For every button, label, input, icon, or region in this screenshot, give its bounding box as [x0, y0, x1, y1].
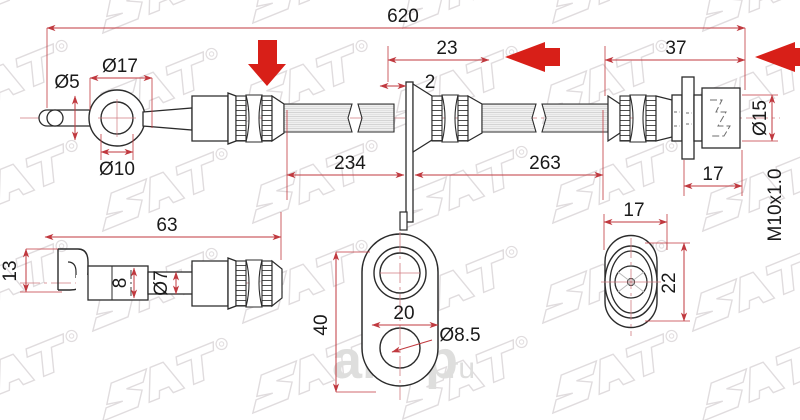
- detail-left-end-fitting: 63 13 8 Ø7: [0, 212, 283, 310]
- detail-banjo-plate: 40 20 Ø8.5: [311, 211, 481, 400]
- dim-8-label: 8: [110, 278, 131, 289]
- right-crimp-ferrule: [607, 94, 673, 143]
- dim-234-label: 234: [334, 153, 366, 174]
- hose-body-right: [481, 103, 609, 133]
- detail-end-fitting: 17 22: [601, 200, 690, 336]
- dim-263: 263: [414, 110, 604, 200]
- dim-20: 20: [371, 303, 439, 329]
- dim-63: 63: [44, 212, 282, 260]
- dim-d8_5: Ø8.5: [391, 325, 481, 353]
- dim-d17-label: Ø17: [102, 56, 138, 77]
- dim-2: 2: [379, 72, 436, 93]
- dim-37: 37: [604, 38, 746, 96]
- dim-17-detail-label: 17: [623, 200, 644, 221]
- callout-arrow-down: [248, 40, 286, 86]
- dim-234: 234: [286, 110, 405, 200]
- mid-crimp-ferrule: [412, 82, 483, 154]
- dim-40: 40: [311, 251, 376, 393]
- dim-13-label: 13: [0, 260, 21, 281]
- dim-d10-label: Ø10: [99, 159, 135, 180]
- dim-13: 13: [0, 248, 62, 293]
- callout-arrow-left-mid: [505, 42, 560, 72]
- main-view: 620 23 2 37 234 263: [20, 6, 800, 241]
- left-crimp-ferrule: [191, 92, 285, 145]
- dim-63-label: 63: [156, 215, 177, 236]
- dim-d7: Ø7: [151, 270, 180, 296]
- dim-40-label: 40: [311, 314, 332, 335]
- dim-23-label: 23: [436, 38, 457, 59]
- dim-17-detail: 17: [603, 200, 668, 250]
- thread-note-label: M10x1.0: [765, 169, 786, 242]
- dim-d15: Ø15: [742, 94, 778, 142]
- dim-23: 23: [387, 38, 490, 82]
- dim-d7-label: Ø7: [151, 270, 172, 295]
- dim-d17: Ø17: [89, 56, 153, 128]
- dim-17-end-label: 17: [702, 164, 723, 185]
- dim-37-label: 37: [665, 38, 686, 59]
- dim-d15-label: Ø15: [750, 100, 771, 136]
- dim-d8_5-label: Ø8.5: [439, 325, 480, 346]
- dim-22-label: 22: [659, 272, 680, 293]
- callout-arrow-left-right: [755, 42, 800, 72]
- dim-17-end: 17: [683, 150, 743, 196]
- dim-8: 8: [110, 267, 138, 299]
- thread-note: M10x1.0: [765, 169, 786, 242]
- dim-22: 22: [645, 242, 690, 322]
- dim-20-label: 20: [393, 303, 414, 324]
- dim-d5: Ø5: [54, 72, 80, 141]
- right-end-fitting: [671, 76, 741, 160]
- dim-2-label: 2: [425, 72, 436, 93]
- dim-d10: Ø10: [99, 134, 135, 180]
- hose-body-left: [283, 103, 395, 133]
- dim-620-label: 620: [387, 6, 419, 27]
- dim-263-label: 263: [529, 153, 561, 174]
- dim-d5-label: Ø5: [54, 72, 79, 93]
- abcp-watermark-tld: .ru: [440, 352, 475, 385]
- mid-bracket-plate: [405, 81, 414, 223]
- left-banjo-fitting: [38, 89, 193, 147]
